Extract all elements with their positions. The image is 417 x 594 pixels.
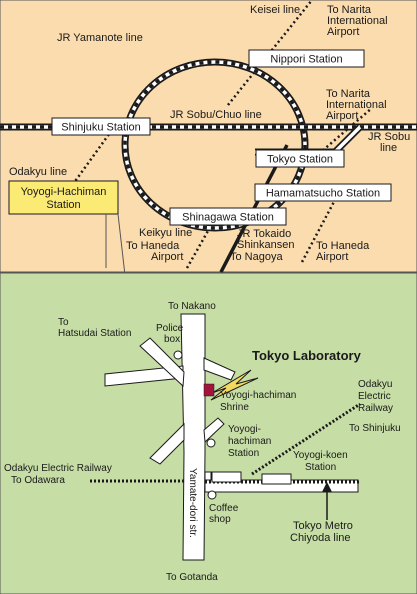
jr-yamanote-label: JR Yamanote line (57, 32, 143, 44)
odakyu-railway-label-1: Odakyu (358, 379, 392, 390)
odakyu-railway-north (251, 402, 361, 476)
station-marker-small (204, 471, 212, 481)
coffee-shop-marker (207, 490, 217, 500)
tokyo-laboratory-marker (203, 383, 215, 397)
upper-right-road (203, 357, 236, 381)
nippori-station-box (248, 49, 365, 68)
yoyogi-koen-label-2: Station (305, 462, 336, 473)
tokyo-laboratory-label: Tokyo Laboratory (252, 348, 362, 363)
lower-right-road (203, 417, 225, 444)
jr-sobu-line-label-2: line (380, 142, 397, 154)
yoyogi-hachiman-station-platform (211, 471, 242, 483)
hamamatsucho-station-label: Hamamatsucho Station (266, 188, 380, 200)
jr-sobu-line-label-1: JR Sobu (368, 131, 410, 143)
yoyogi-hachiman-station-box (8, 180, 119, 215)
yoyogi-koen-label-1: Yoyogi-koen (293, 450, 348, 461)
odakyu-odawara-label-1: Odakyu Electric Railway (4, 463, 112, 474)
hamamatsucho-station-box (254, 183, 392, 202)
tokyo-station-label: Tokyo Station (267, 154, 333, 166)
to-narita-1-line-3: Airport (327, 26, 359, 38)
metro-pointer-head (322, 482, 332, 492)
to-narita-1-line-2: International (327, 15, 388, 27)
metro-label-1: Tokyo Metro (293, 520, 353, 532)
odakyu-railway-label-3: Railway (358, 403, 393, 414)
yh-station-label-2: hachiman (228, 436, 271, 447)
keikyu-line-label: Keikyu line (139, 227, 192, 239)
to-hatsudai-line-2: Hatsudai Station (58, 328, 131, 339)
keisei-line-label: Keisei line (250, 4, 300, 16)
coffee-shop-label-1: Coffee (209, 503, 239, 514)
tokyo-station-box (255, 149, 345, 168)
yoyogi-hachiman-label-2: Station (46, 199, 80, 211)
to-narita-2-line-1: To Narita (326, 88, 371, 100)
yoyogi-koen-station-platform (261, 473, 292, 485)
roads (104, 313, 359, 561)
to-narita-2-line-2: International (326, 99, 387, 111)
metro-label-2: Chiyoda line (290, 532, 351, 544)
to-haneda-2-line-2: Airport (316, 251, 348, 263)
shrine-label-1: Yoyogi-hachiman (220, 390, 296, 401)
zoom-connector (105, 213, 127, 285)
shinagawa-station-label: Shinagawa Station (182, 212, 274, 224)
to-shinjuku-label: To Shinjuku (349, 423, 401, 434)
yamate-dori-label: Yamate-dori str. (187, 468, 198, 538)
to-haneda-1-line-2: Airport (151, 251, 183, 263)
jr-tokaido-line-3: To Nagoya (230, 251, 283, 263)
haneda-rail-line (300, 197, 338, 263)
lightning-arrow (210, 369, 259, 401)
railway-side-road (204, 479, 359, 493)
yh-station-label-1: Yoyogi- (228, 424, 261, 435)
keikyu-rail-line (185, 221, 215, 269)
to-nakano-label: To Nakano (168, 301, 216, 312)
jr-tokaido-line-1: JR Tokaido (237, 228, 291, 240)
to-narita-1-line-1: To Narita (327, 4, 372, 16)
odakyu-railway-label-2: Electric (358, 391, 391, 402)
yamate-dori-road (180, 313, 206, 561)
yamanote-loop-dashes (123, 60, 307, 230)
police-box-label-1: Police (156, 323, 184, 334)
shrine-marker (206, 438, 216, 448)
police-box-marker (173, 350, 183, 360)
shinjuku-station-box (51, 117, 151, 136)
jr-sobu-chuo-label: JR Sobu/Chuo line (170, 109, 262, 121)
odakyu-line-label: Odakyu line (9, 166, 67, 178)
police-box-label-2: box (164, 334, 180, 345)
to-haneda-1-line-1: To Haneda (126, 240, 180, 252)
nippori-station-label: Nippori Station (270, 54, 342, 66)
jr-tokaido-line-2: Shinkansen (237, 239, 295, 251)
yoyogi-hachiman-label-1: Yoyogi-Hachiman (21, 186, 107, 198)
shinjuku-station-label: Shinjuku Station (61, 122, 141, 134)
to-narita-2-line-3: Airport (326, 110, 358, 122)
yh-station-label-3: Station (228, 448, 259, 459)
to-hatsudai-line-1: To (58, 317, 69, 328)
to-gotanda-label: To Gotanda (166, 572, 218, 583)
shinagawa-station-box (169, 207, 287, 226)
lower-left-road (149, 422, 185, 465)
shrine-label-2: Shrine (220, 402, 249, 413)
coffee-shop-label-2: shop (209, 514, 231, 525)
to-haneda-2-line-1: To Haneda (316, 240, 370, 252)
police-box-road (139, 337, 185, 388)
odakyu-odawara-label-2: To Odawara (11, 475, 65, 486)
